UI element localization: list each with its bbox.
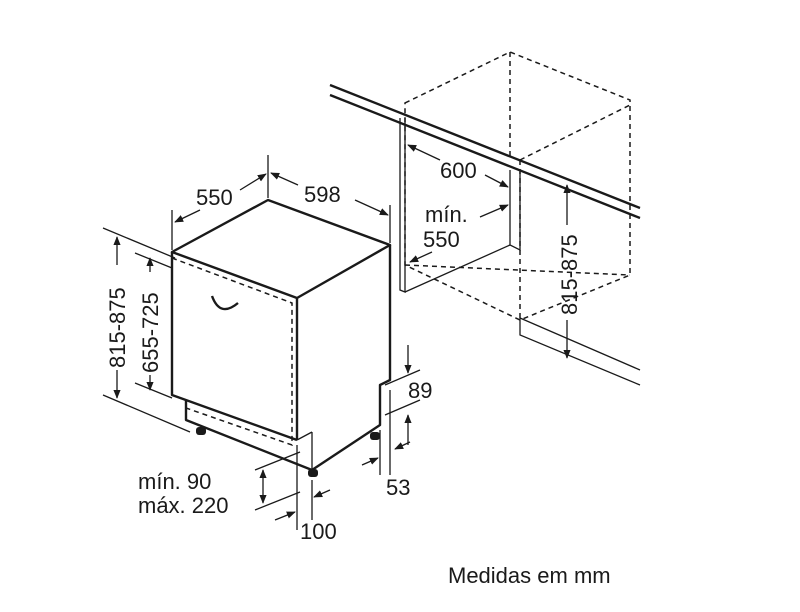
depth-label: 550 xyxy=(196,185,233,210)
foot-icon xyxy=(308,469,318,477)
foot-icon xyxy=(196,427,206,435)
niche-height-label: 815-875 xyxy=(557,234,582,315)
dimension-lines xyxy=(102,144,571,530)
door-handle-icon xyxy=(210,295,239,311)
plinth-height-label: 89 xyxy=(408,378,432,403)
units-caption: Medidas em mm xyxy=(448,563,611,588)
niche-depth-min-label: mín. xyxy=(425,202,468,227)
foot-icon xyxy=(370,432,380,440)
plinth-min-label: mín. 90 xyxy=(138,469,211,494)
niche-width-label: 600 xyxy=(440,158,477,183)
width-label: 598 xyxy=(304,182,341,207)
plinth-depth-label: 100 xyxy=(300,519,337,544)
door-height-label: 655-725 xyxy=(138,292,163,373)
installation-niche xyxy=(329,51,641,386)
niche-depth-value: 550 xyxy=(423,227,460,252)
plinth-max-label: máx. 220 xyxy=(138,493,229,518)
appliance-height-label: 815-875 xyxy=(105,287,130,368)
foot-offset-label: 53 xyxy=(386,475,410,500)
dishwasher-appliance xyxy=(170,198,392,477)
